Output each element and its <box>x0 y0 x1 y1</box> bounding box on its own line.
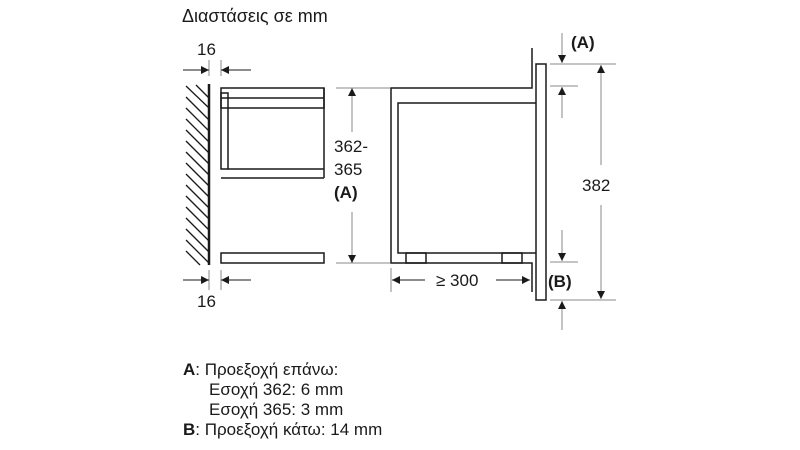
niche-height-ref: (A) <box>334 183 358 202</box>
wall-gap-dim-bottom <box>183 270 251 290</box>
diagram-title: Διαστάσεις σε mm <box>182 6 328 26</box>
legend-a: A: Προεξοχή επάνω: <box>183 360 382 380</box>
legend-b-key: B <box>183 420 196 439</box>
niche-height-label-2: 365 <box>334 160 363 179</box>
appliance-body <box>390 48 547 301</box>
depth-label: ≥ 300 <box>436 271 479 290</box>
wall-gap-label-top: 16 <box>197 40 216 59</box>
ref-a-label: (A) <box>571 33 595 52</box>
legend-a-key: A <box>183 360 196 379</box>
niche-cabinet <box>220 87 325 264</box>
legend-a-text: : Προεξοχή επάνω: <box>195 360 339 379</box>
niche-height-label-1: 362- <box>334 137 369 156</box>
legend-b-text: : Προεξοχή κάτω: 14 mm <box>195 420 383 439</box>
niche-height-dim <box>336 87 390 264</box>
overall-height-label: 382 <box>582 176 611 195</box>
legend: A: Προεξοχή επάνω: Εσοχή 362: 6 mm Εσοχή… <box>183 360 382 440</box>
ref-b-label: (B) <box>548 272 572 291</box>
ref-b-dim <box>550 230 578 330</box>
wall-hatch <box>185 84 211 266</box>
legend-b: B: Προεξοχή κάτω: 14 mm <box>183 420 382 440</box>
wall-gap-label-bottom: 16 <box>197 292 216 311</box>
depth-dim <box>390 268 530 292</box>
legend-a-line2: Εσοχή 362: 6 mm <box>209 380 344 399</box>
wall-gap-dim-top <box>183 60 251 76</box>
overall-height-dim <box>550 63 616 301</box>
legend-a-line3: Εσοχή 365: 3 mm <box>209 400 344 419</box>
ref-a-dim <box>550 33 578 118</box>
